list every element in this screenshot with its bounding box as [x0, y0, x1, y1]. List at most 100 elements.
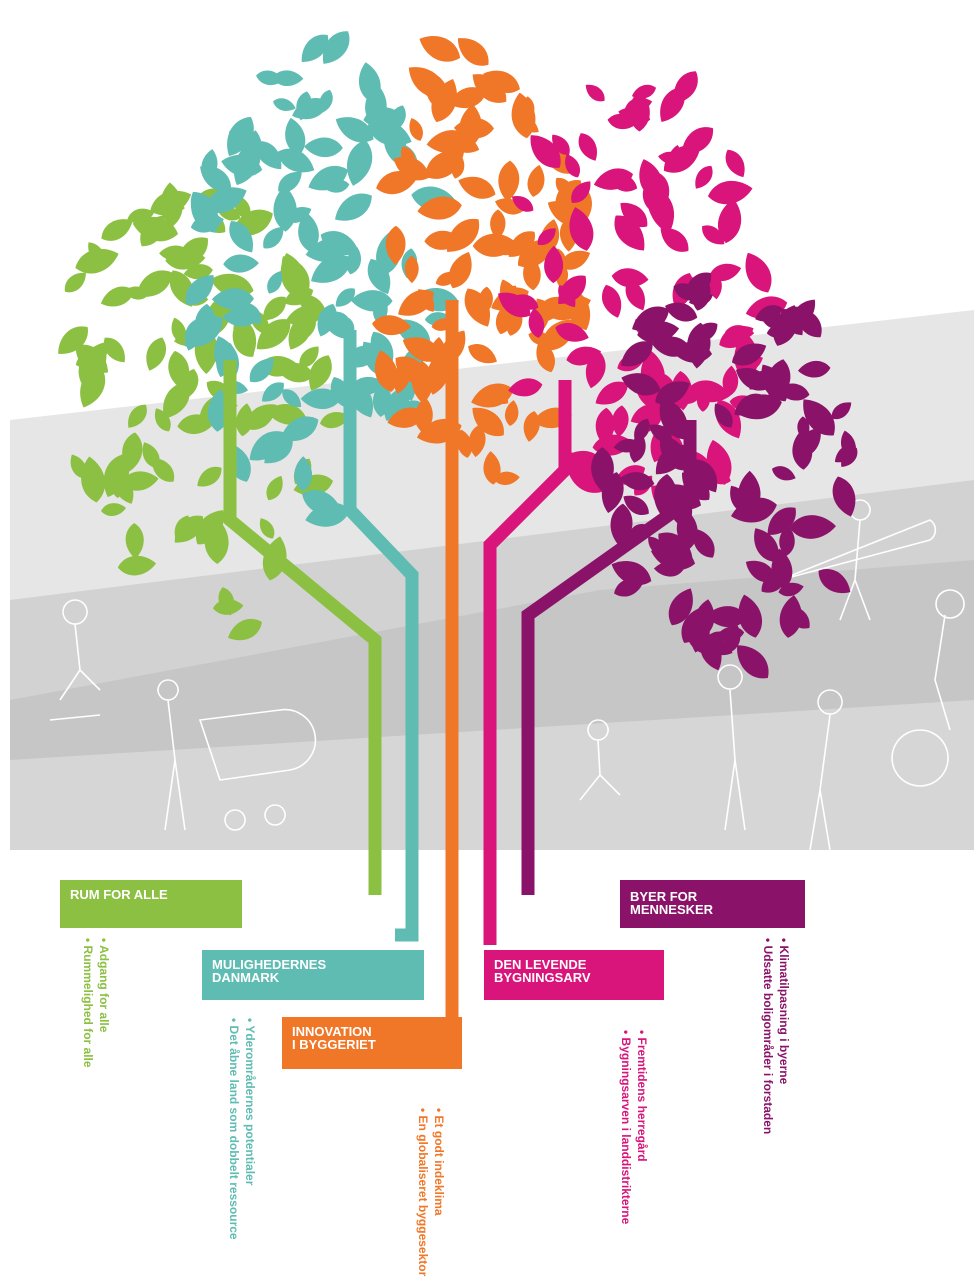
- leaf: [398, 289, 434, 316]
- leaf: [374, 350, 398, 392]
- list-item: Det åbne land som dobbelt ressource: [227, 1018, 241, 1240]
- leaf: [665, 302, 698, 322]
- leaf: [222, 307, 260, 327]
- leaf: [663, 144, 701, 173]
- leaf: [409, 118, 423, 141]
- leaf: [565, 154, 581, 178]
- leaf: [612, 405, 629, 438]
- leaf: [393, 156, 430, 181]
- leaf: [693, 528, 715, 558]
- leaf: [125, 523, 144, 559]
- leaf: [385, 225, 406, 265]
- leaf: [722, 365, 739, 397]
- leaf: [402, 337, 442, 362]
- leaf: [619, 472, 655, 491]
- leaf: [483, 451, 501, 485]
- leaf: [585, 351, 606, 389]
- leaf: [471, 383, 514, 408]
- leaf: [552, 134, 570, 155]
- leaf: [111, 474, 125, 498]
- leaf: [273, 185, 297, 232]
- leaf: [449, 251, 472, 289]
- leaf: [311, 254, 352, 283]
- leaf: [266, 475, 283, 501]
- leaf: [719, 326, 754, 349]
- leaf: [472, 74, 507, 103]
- leaf: [658, 151, 683, 165]
- leaf: [457, 38, 489, 66]
- leaf: [277, 148, 315, 173]
- leaf: [205, 187, 247, 213]
- leaf: [831, 402, 852, 420]
- list-item: Yderområdernes potentialer: [243, 1018, 257, 1240]
- leaf: [235, 403, 253, 437]
- leaf: [280, 252, 306, 299]
- leaf: [80, 366, 106, 408]
- leaf: [294, 456, 313, 492]
- leaf: [183, 264, 213, 280]
- leaf: [725, 149, 745, 178]
- pink-item-list: Fremtidens herregårdBygningsarven i land…: [619, 1030, 649, 1225]
- teal-item-list: Yderområdernes potentialerDet åbne land …: [227, 1018, 257, 1240]
- leaf: [585, 84, 605, 102]
- leaf: [426, 130, 472, 153]
- green-category-label: RUM FOR ALLE: [60, 880, 242, 928]
- leaf: [536, 340, 555, 373]
- leaf: [559, 250, 591, 270]
- leaf: [309, 355, 332, 391]
- leaf: [448, 87, 487, 109]
- leaf: [693, 459, 718, 493]
- leaf: [435, 271, 459, 286]
- leaf: [256, 70, 284, 86]
- leaf: [779, 595, 802, 638]
- leaf: [301, 34, 329, 62]
- leaf: [185, 275, 214, 305]
- tree-branches: [223, 300, 697, 1030]
- leaf: [738, 594, 763, 638]
- list-item: En globaliseret byggesektor: [416, 1108, 430, 1277]
- leaf: [373, 381, 392, 417]
- leaf: [128, 404, 147, 428]
- leaf: [530, 135, 561, 168]
- leaf: [607, 113, 638, 130]
- leaf: [154, 408, 171, 432]
- leaf: [555, 180, 582, 208]
- leaf: [259, 518, 275, 539]
- leaf: [229, 130, 248, 152]
- leaf: [372, 315, 412, 336]
- leaf: [717, 198, 742, 244]
- leaf: [595, 381, 628, 405]
- leaf: [469, 424, 486, 458]
- leaf: [244, 130, 262, 165]
- leaf: [414, 397, 433, 433]
- leaf: [263, 227, 284, 249]
- leaf: [319, 89, 333, 113]
- leaf: [489, 237, 511, 256]
- leaf: [185, 318, 204, 351]
- leaf: [797, 360, 831, 378]
- leaf: [483, 70, 520, 94]
- leaf: [350, 347, 378, 368]
- leaf: [285, 305, 324, 327]
- leaf: [197, 466, 222, 487]
- leaf: [593, 168, 633, 190]
- child-figure: [579, 719, 621, 801]
- list-item: Klimatilpasning i byerne: [777, 938, 791, 1134]
- leaf: [229, 221, 253, 253]
- leaf: [527, 164, 545, 197]
- orange-item-list: Et godt indeklimaEn globaliseret byggese…: [416, 1108, 446, 1277]
- leaf: [299, 346, 319, 368]
- leaf: [419, 35, 461, 62]
- leaf: [468, 343, 497, 364]
- leaf: [408, 67, 445, 98]
- leaf: [304, 137, 343, 158]
- leaf: [601, 472, 624, 514]
- leaf: [625, 280, 645, 311]
- leaf: [425, 150, 465, 179]
- leaf: [659, 397, 688, 440]
- leaf: [702, 225, 725, 245]
- leaf: [511, 195, 534, 212]
- leaf: [233, 317, 257, 355]
